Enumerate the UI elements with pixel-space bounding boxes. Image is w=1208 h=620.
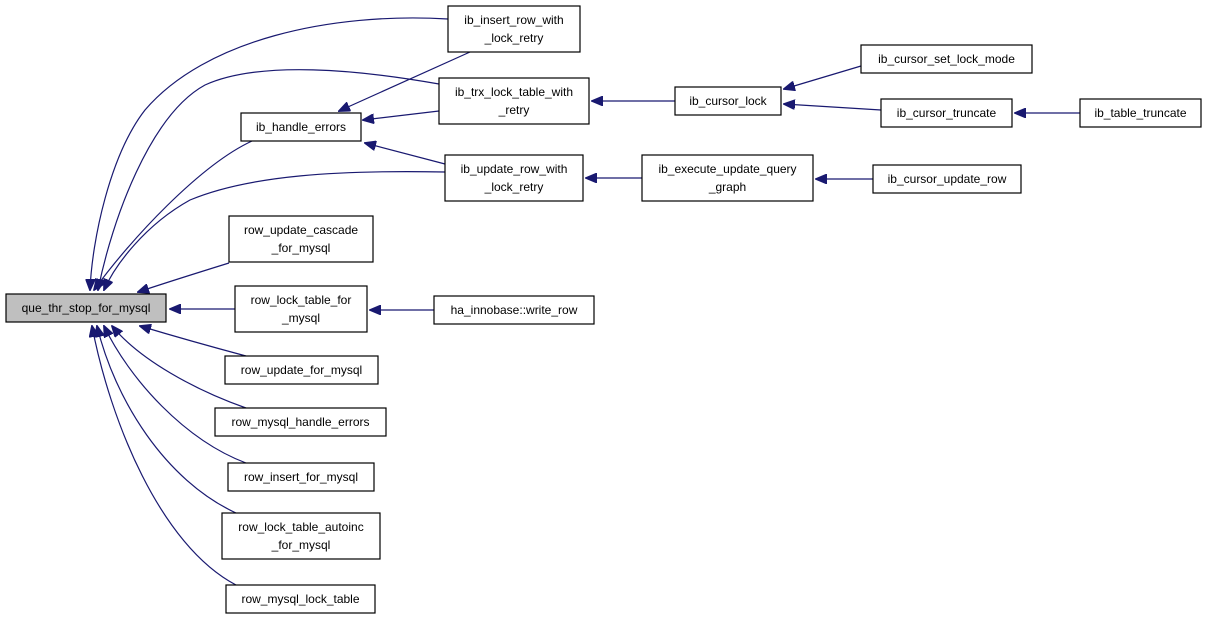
node-row-mysql-lock-table[interactable]: row_mysql_lock_table <box>225 584 376 614</box>
node-label: ib_handle_errors <box>256 120 346 134</box>
node-box <box>880 98 1013 128</box>
node-row-update-for-mysql[interactable]: row_update_for_mysql <box>224 355 379 385</box>
edge-ib-update-row-with-lock-retry-to-que-thr-stop-for-mysql <box>104 171 446 290</box>
node-box <box>214 407 387 437</box>
edge-row-update-cascade-for-mysql-to-que-thr-stop-for-mysql <box>138 262 230 292</box>
node-box <box>240 112 362 142</box>
node-ib-table-truncate[interactable]: ib_table_truncate <box>1079 98 1202 128</box>
node-label: _mysql <box>281 311 320 325</box>
node-label: ib_execute_update_query <box>658 162 796 176</box>
node-label: ib_trx_lock_table_with <box>455 85 573 99</box>
node-label: _lock_retry <box>484 31 544 45</box>
edge-ib-handle-errors-to-que-thr-stop-for-mysql <box>94 140 253 290</box>
edge-ib-cursor-truncate-to-ib-cursor-lock <box>784 104 882 111</box>
node-label: ib_table_truncate <box>1094 106 1186 120</box>
node-row-lock-table-for-mysql[interactable]: row_lock_table_for _mysql <box>234 285 368 333</box>
node-row-insert-for-mysql[interactable]: row_insert_for_mysql <box>227 462 375 492</box>
node-label: ib_cursor_update_row <box>888 172 1007 186</box>
node-ib-cursor-truncate[interactable]: ib_cursor_truncate <box>880 98 1013 128</box>
node-label: row_insert_for_mysql <box>244 470 358 484</box>
node-ib-execute-update-query-graph[interactable]: ib_execute_update_query _graph <box>641 154 814 202</box>
node-label: ib_cursor_lock <box>689 94 767 108</box>
node-box <box>860 44 1033 74</box>
node-box <box>227 462 375 492</box>
node-label: _for_mysql <box>271 538 331 552</box>
node-box <box>444 154 584 202</box>
node-box <box>872 164 1022 194</box>
node-label: row_mysql_lock_table <box>241 592 359 606</box>
node-box <box>674 86 782 116</box>
node-label: que_thr_stop_for_mysql <box>22 301 151 315</box>
node-row-lock-table-autoinc-for-mysql[interactable]: row_lock_table_autoinc _for_mysql <box>221 512 381 560</box>
edge-row-mysql-handle-errors-to-que-thr-stop-for-mysql <box>112 326 247 409</box>
node-label: ib_insert_row_with <box>464 13 563 27</box>
node-ib-handle-errors[interactable]: ib_handle_errors <box>240 112 362 142</box>
node-label: ib_update_row_with <box>461 162 568 176</box>
node-box <box>5 293 167 323</box>
node-label: row_lock_table_autoinc <box>238 520 363 534</box>
node-row-mysql-handle-errors[interactable]: row_mysql_handle_errors <box>214 407 387 437</box>
node-label: _graph <box>708 180 746 194</box>
nodes-layer: que_thr_stop_for_mysqlib_handle_errorsib… <box>5 5 1202 614</box>
node-label: ha_innobase::write_row <box>451 303 578 317</box>
node-box <box>447 5 581 53</box>
node-label: _for_mysql <box>271 241 331 255</box>
node-que-thr-stop-for-mysql[interactable]: que_thr_stop_for_mysql <box>5 293 167 323</box>
edge-ib-trx-lock-table-with-retry-to-ib-handle-errors <box>363 110 440 120</box>
edge-ib-update-row-with-lock-retry-to-ib-handle-errors <box>365 143 446 165</box>
node-box <box>438 77 590 125</box>
edge-ib-cursor-set-lock-mode-to-ib-cursor-lock <box>784 65 862 89</box>
node-row-update-cascade-for-mysql[interactable]: row_update_cascade _for_mysql <box>228 215 374 263</box>
node-label: _retry <box>498 103 530 117</box>
edge-row-update-for-mysql-to-que-thr-stop-for-mysql <box>140 326 247 357</box>
node-box <box>221 512 381 560</box>
node-ib-insert-row-with-lock-retry[interactable]: ib_insert_row_with _lock_retry <box>447 5 581 53</box>
edge-ib-insert-row-with-lock-retry-to-ib-handle-errors <box>339 51 471 111</box>
node-label: ib_cursor_set_lock_mode <box>878 52 1015 66</box>
node-box <box>225 584 376 614</box>
node-ib-cursor-update-row[interactable]: ib_cursor_update_row <box>872 164 1022 194</box>
edge-ib-trx-lock-table-with-retry-to-que-thr-stop-for-mysql <box>98 69 440 290</box>
node-ib-cursor-lock[interactable]: ib_cursor_lock <box>674 86 782 116</box>
edge-ib-insert-row-with-lock-retry-to-que-thr-stop-for-mysql <box>90 17 449 290</box>
node-label: row_update_cascade <box>244 223 358 237</box>
node-ib-cursor-set-lock-mode[interactable]: ib_cursor_set_lock_mode <box>860 44 1033 74</box>
edge-row-insert-for-mysql-to-que-thr-stop-for-mysql <box>104 326 247 464</box>
node-label: _lock_retry <box>484 180 544 194</box>
node-label: row_lock_table_for <box>251 293 352 307</box>
node-box <box>1079 98 1202 128</box>
edge-row-mysql-lock-table-to-que-thr-stop-for-mysql <box>92 326 237 586</box>
node-box <box>224 355 379 385</box>
node-ib-trx-lock-table-with-retry[interactable]: ib_trx_lock_table_with _retry <box>438 77 590 125</box>
node-ha-innobase-write-row[interactable]: ha_innobase::write_row <box>433 295 595 325</box>
node-label: row_mysql_handle_errors <box>231 415 369 429</box>
node-label: row_update_for_mysql <box>241 363 362 377</box>
node-ib-update-row-with-lock-retry[interactable]: ib_update_row_with _lock_retry <box>444 154 584 202</box>
node-box <box>433 295 595 325</box>
edge-row-lock-table-autoinc-for-mysql-to-que-thr-stop-for-mysql <box>97 326 237 514</box>
edges-layer <box>90 17 1080 586</box>
node-box <box>234 285 368 333</box>
node-box <box>641 154 814 202</box>
node-box <box>228 215 374 263</box>
node-label: ib_cursor_truncate <box>897 106 997 120</box>
